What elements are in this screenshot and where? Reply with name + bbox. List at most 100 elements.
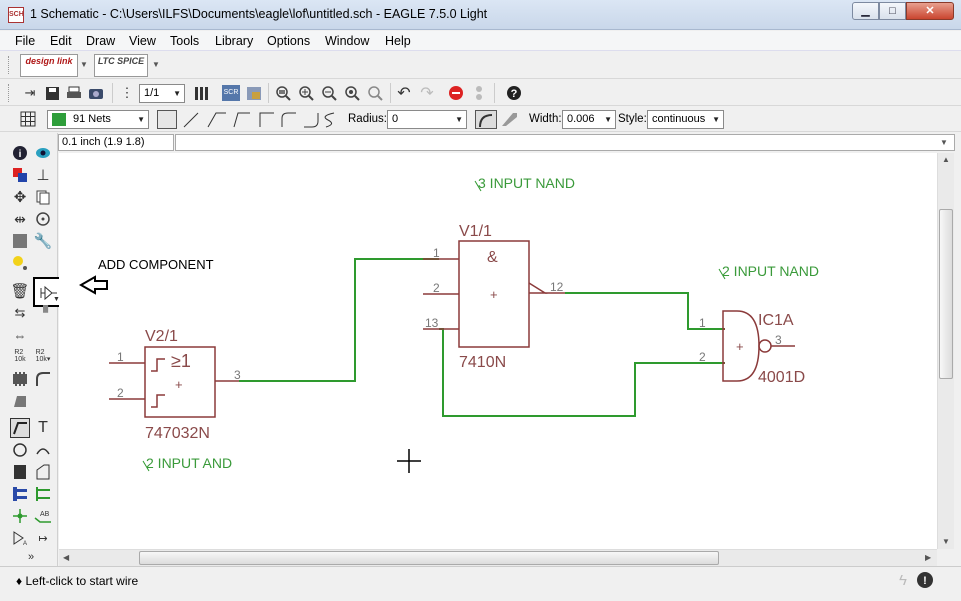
delete-icon[interactable]: 🗑 [10, 283, 30, 300]
label-3-input-nand[interactable]: 3 INPUT NAND [478, 175, 575, 191]
design-link-dropdown-icon[interactable]: ▼ [80, 60, 88, 69]
show-icon[interactable] [33, 143, 53, 163]
gateswap-icon[interactable]: ⇔ [13, 327, 27, 343]
undo-icon[interactable]: ↶ [397, 85, 411, 102]
group-icon[interactable] [10, 231, 30, 251]
zoom-out-icon[interactable] [319, 83, 339, 103]
vertical-scrollbar[interactable]: ▲ ▼ [937, 153, 954, 549]
close-button[interactable]: ✕ [906, 2, 954, 20]
stop-command-icon[interactable]: ! [916, 571, 934, 592]
menu-file[interactable]: File [15, 34, 36, 48]
pinswap-icon[interactable]: ⇆ [14, 305, 26, 320]
smash-icon[interactable] [10, 369, 30, 389]
part-v2[interactable]: V2/1 747032N ≥1 + 1 2 3 [109, 328, 241, 442]
redo-icon[interactable]: ↷ [420, 85, 434, 102]
rect-icon[interactable] [10, 462, 30, 482]
zoom-fit-icon[interactable] [273, 83, 293, 103]
wire-icon[interactable] [10, 418, 30, 438]
toolbar-grip[interactable] [8, 56, 11, 74]
zoom-select-icon[interactable] [365, 83, 385, 103]
board-switch-icon[interactable] [244, 83, 264, 103]
grid-icon[interactable] [18, 109, 38, 129]
vertical-scroll-thumb[interactable] [939, 209, 953, 379]
style-select[interactable]: continuous▼ [647, 110, 724, 129]
ltspice-button[interactable]: LTC SPICE [94, 54, 148, 77]
open-icon[interactable]: ⇥ [24, 85, 36, 100]
polygon-icon[interactable] [33, 462, 53, 482]
scroll-up-icon[interactable]: ▲ [942, 155, 950, 164]
menu-tools[interactable]: Tools [170, 34, 200, 48]
maximize-button[interactable]: □ [879, 2, 906, 20]
horizontal-scroll-thumb[interactable] [139, 551, 719, 565]
split-icon[interactable] [10, 391, 30, 411]
arc-icon[interactable] [33, 440, 53, 460]
menu-draw[interactable]: Draw [86, 34, 116, 48]
net-wire[interactable] [439, 328, 725, 417]
stop-icon[interactable] [446, 83, 466, 103]
mirror-icon[interactable]: ⇹ [14, 210, 26, 227]
scroll-right-icon[interactable]: ▶ [925, 553, 932, 562]
go-icon[interactable] [469, 83, 489, 103]
wire-bend-styles[interactable] [180, 110, 340, 129]
sheet-select[interactable]: 1/1▼ [139, 84, 185, 103]
info-icon[interactable]: i [10, 143, 30, 163]
layer-select[interactable]: 91 Nets▼ [47, 110, 149, 129]
lightning-icon[interactable]: ϟ [899, 572, 907, 589]
attribute-icon[interactable]: A [10, 528, 30, 548]
design-link-button[interactable]: design link [20, 54, 78, 77]
horizontal-scrollbar[interactable]: ◀ ▶ [59, 549, 937, 566]
move-icon[interactable]: ✥ [13, 189, 27, 206]
net-wire[interactable] [565, 292, 725, 330]
circle-icon[interactable] [10, 440, 30, 460]
zoom-in-icon[interactable] [296, 83, 316, 103]
schematic-canvas[interactable]: 3 INPUT NAND 2 INPUT NAND 2 INPUT AND V2… [59, 153, 937, 549]
scroll-down-icon[interactable]: ▼ [942, 537, 950, 546]
net-wire[interactable] [239, 258, 439, 382]
label-2-input-and[interactable]: 2 INPUT AND [146, 455, 232, 471]
schematic-drawing[interactable]: 3 INPUT NAND 2 INPUT NAND 2 INPUT AND V2… [59, 153, 937, 549]
palette-more-icon[interactable]: » [27, 551, 35, 563]
bus-icon[interactable] [10, 484, 30, 504]
part-v1[interactable]: V1/1 7410N & + 1 2 13 12 [423, 223, 565, 371]
minimize-button[interactable]: ▁ [852, 2, 879, 20]
part-ic1a[interactable]: IC1A 4001D + 1 2 3 [699, 310, 805, 386]
zoom-redraw-icon[interactable] [342, 83, 362, 103]
paste-icon[interactable] [10, 253, 30, 273]
wire-bend-straight-icon[interactable] [157, 110, 177, 129]
label-2-input-nand[interactable]: 2 INPUT NAND [722, 263, 819, 279]
junction-icon[interactable] [10, 506, 30, 526]
save-icon[interactable] [42, 83, 62, 103]
replace-icon[interactable]: ▝ [38, 305, 48, 320]
label-icon[interactable]: AB [33, 506, 53, 526]
print-icon[interactable] [64, 83, 84, 103]
width-input[interactable]: 0.006▼ [562, 110, 616, 129]
mark-icon[interactable]: ⊥ [36, 167, 50, 184]
scroll-left-icon[interactable]: ◀ [63, 553, 70, 562]
command-history-dropdown-icon[interactable]: ▼ [940, 138, 948, 147]
command-input[interactable] [175, 134, 955, 151]
cam-processor-icon[interactable] [86, 83, 106, 103]
script-icon[interactable]: SCR [221, 83, 241, 103]
text-icon[interactable]: T [38, 419, 48, 436]
run-ulp-icon[interactable] [192, 83, 212, 103]
menu-window[interactable]: Window [325, 34, 370, 48]
miter-icon[interactable] [33, 369, 53, 389]
menu-view[interactable]: View [129, 34, 156, 48]
radius-input[interactable]: 0▼ [387, 110, 467, 129]
net-icon[interactable] [33, 484, 53, 504]
rotate-icon[interactable] [33, 209, 53, 229]
dimension-icon[interactable]: ↦ [38, 532, 48, 545]
sheet-icon[interactable]: ⋮ [120, 85, 134, 100]
copy-icon[interactable] [33, 187, 53, 207]
menu-help[interactable]: Help [385, 34, 411, 48]
ltspice-dropdown-icon[interactable]: ▼ [152, 60, 160, 69]
miter-round-icon[interactable] [475, 110, 497, 129]
miter-straight-icon[interactable] [499, 110, 519, 129]
display-layers-icon[interactable] [10, 165, 30, 185]
change-icon[interactable]: 🔧 [33, 233, 53, 250]
help-icon[interactable]: ? [504, 83, 524, 103]
menu-options[interactable]: Options [267, 34, 311, 48]
menu-library[interactable]: Library [215, 34, 254, 48]
